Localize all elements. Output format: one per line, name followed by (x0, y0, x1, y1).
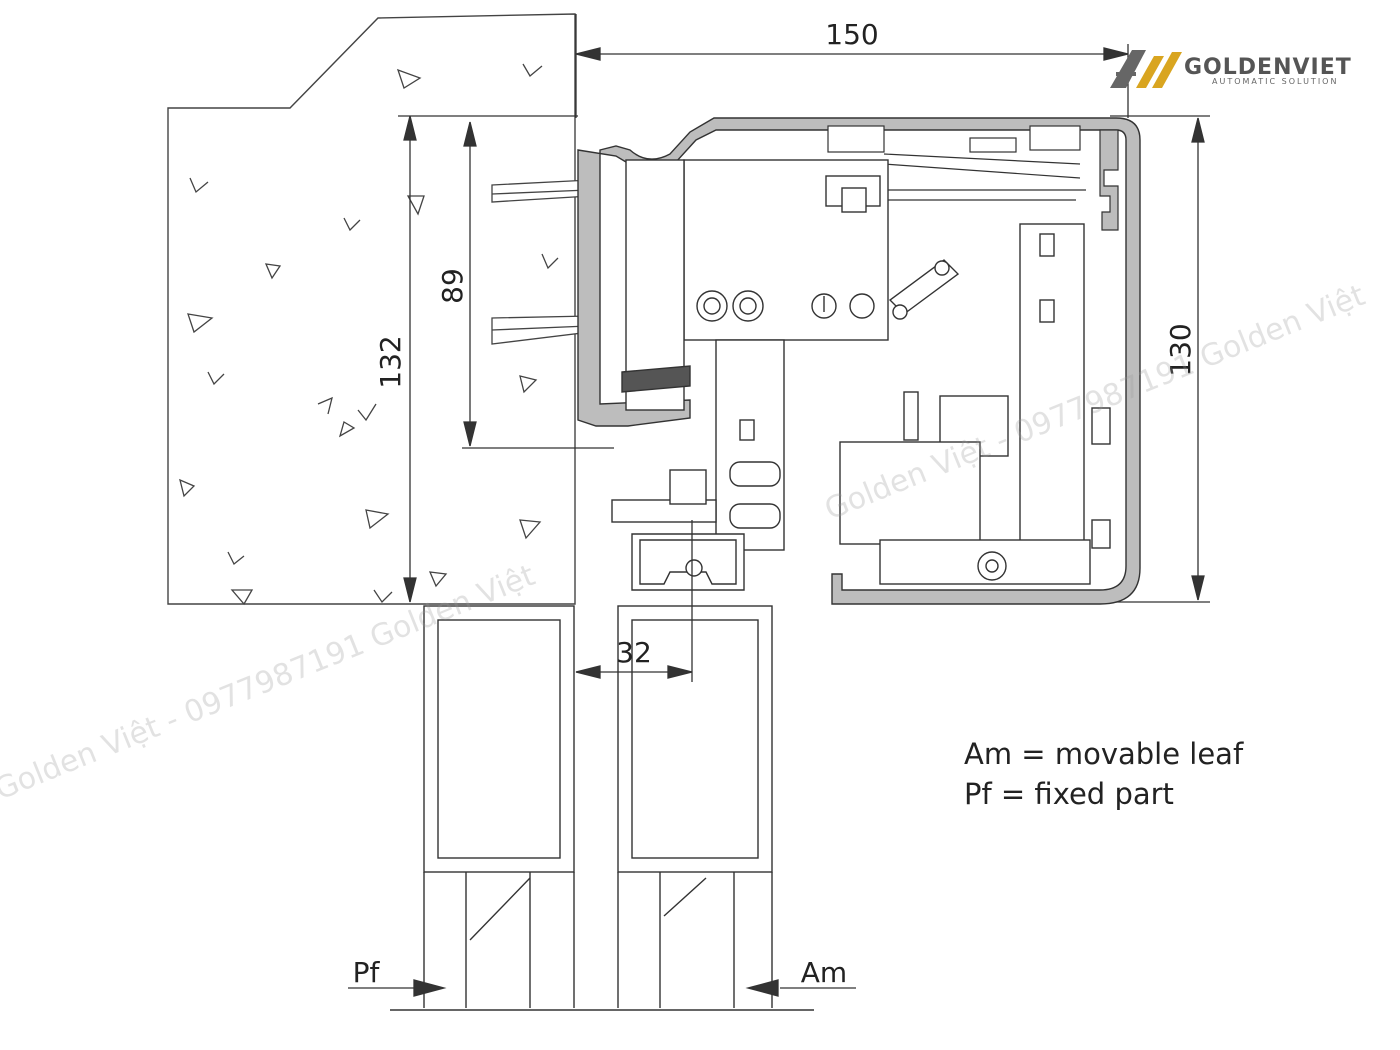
hanger-bracket (621, 339, 785, 551)
dimension-89: 89 (436, 121, 614, 449)
fixed-part-label: Pf (353, 956, 381, 989)
dimension-132-label: 132 (374, 335, 407, 388)
brand-tagline: AUTOMATIC SOLUTION (1212, 77, 1338, 86)
movable-leaf-marker: Am (745, 956, 856, 997)
legend-line-movable: Am = movable leaf (964, 737, 1244, 771)
brand-name: GOLDENVIET (1184, 55, 1352, 80)
concrete-wall (167, 13, 576, 606)
leaf-clamp (611, 469, 745, 591)
door-leaves (390, 605, 814, 1011)
dimension-130: 130 (1110, 115, 1210, 603)
wall-anchors (491, 179, 591, 345)
movable-leaf-label: Am (801, 956, 847, 989)
dimension-132: 132 (374, 115, 578, 603)
dimension-32: 32 (575, 520, 693, 682)
logo-mark-icon (1110, 50, 1182, 88)
dimension-150-label: 150 (825, 18, 878, 51)
aggregate-marks (179, 63, 559, 606)
cover-profile (577, 117, 1141, 605)
legend: Am = movable leaf Pf = fixed part (964, 737, 1244, 811)
dimension-89-label: 89 (436, 268, 469, 304)
dimension-32-label: 32 (616, 636, 652, 669)
top-rail-details (827, 125, 1119, 231)
legend-line-fixed: Pf = fixed part (964, 777, 1174, 811)
brand-logo: GOLDENVIET AUTOMATIC SOLUTION (1110, 50, 1352, 88)
dimension-150: 150 (575, 14, 1129, 118)
dimension-130-label: 130 (1164, 323, 1197, 376)
motor-unit (839, 223, 1111, 585)
fixed-part-marker: Pf (348, 956, 447, 997)
